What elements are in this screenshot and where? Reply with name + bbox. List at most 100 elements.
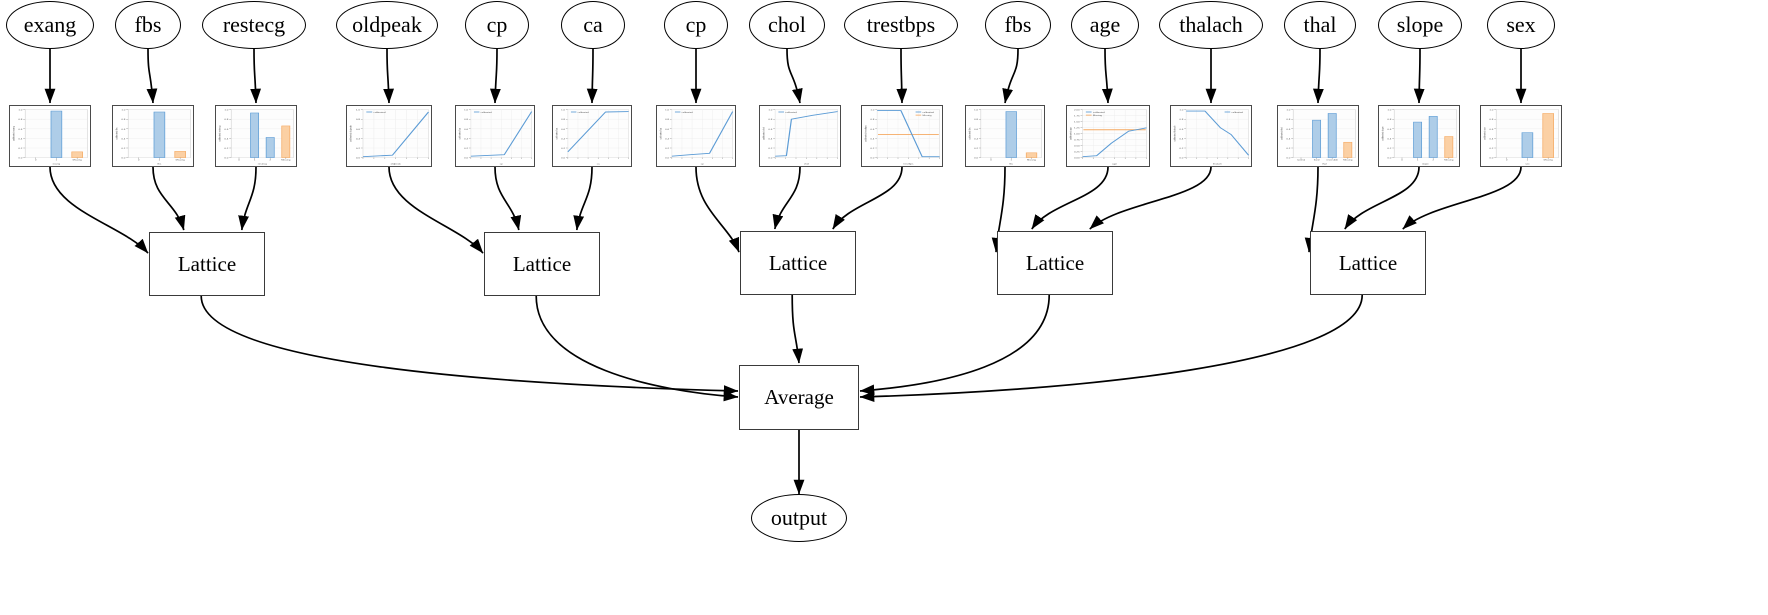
svg-text:2: 2 <box>1432 159 1434 162</box>
svg-text:1.25: 1.25 <box>1074 126 1080 129</box>
svg-text:0.2: 0.2 <box>18 147 23 150</box>
svg-text:0.6: 0.6 <box>121 128 126 131</box>
input-node-label: fbs <box>134 12 162 37</box>
svg-text:calibrated: calibrated <box>785 111 797 114</box>
svg-text:1.0: 1.0 <box>1179 109 1184 112</box>
lattice-node-3[interactable]: Lattice <box>997 231 1113 295</box>
svg-text:0.6: 0.6 <box>1489 128 1494 131</box>
svg-text:0.4: 0.4 <box>1387 138 1392 141</box>
svg-text:0.2: 0.2 <box>870 147 875 150</box>
svg-text:1.0: 1.0 <box>224 109 229 112</box>
svg-text:chol: chol <box>804 163 810 166</box>
svg-text:calibrated thalach: calibrated thalach <box>1173 125 1176 141</box>
svg-text:0: 0 <box>35 159 37 162</box>
svg-text:calibrated thal: calibrated thal <box>1280 127 1283 140</box>
input-node-fbs-1[interactable]: fbs <box>115 1 181 49</box>
lattice-node-0[interactable]: Lattice <box>149 232 265 296</box>
lattice-node-4[interactable]: Lattice <box>1310 231 1426 295</box>
input-node-cp-6[interactable]: cp <box>664 1 728 49</box>
input-node-slope-13[interactable]: slope <box>1378 1 1462 49</box>
svg-text:0.2: 0.2 <box>561 147 566 150</box>
input-node-label: thal <box>1303 12 1337 37</box>
svg-text:1.50: 1.50 <box>1074 120 1080 123</box>
edge-lattice-to-average-1 <box>535 295 739 402</box>
output-node[interactable]: output <box>751 494 847 542</box>
svg-text:calibrated exang: calibrated exang <box>12 126 15 141</box>
svg-text:calibrated: calibrated <box>481 111 493 114</box>
edge-lattice-to-average-2 <box>791 294 804 364</box>
svg-text:1: 1 <box>159 159 161 162</box>
svg-text:0.2: 0.2 <box>768 147 773 150</box>
input-node-thal-12[interactable]: thal <box>1284 1 1356 49</box>
input-node-trestbps-8[interactable]: trestbps <box>844 1 958 49</box>
average-node[interactable]: Average <box>739 365 859 430</box>
svg-text:0.8: 0.8 <box>665 118 670 121</box>
svg-text:0.4: 0.4 <box>974 138 979 141</box>
svg-text:slope: slope <box>1422 163 1429 166</box>
input-node-thalach-11[interactable]: thalach <box>1159 1 1263 49</box>
svg-text:0.4: 0.4 <box>1179 138 1184 141</box>
svg-text:1.0: 1.0 <box>1286 109 1291 112</box>
edge-calibrator-to-lattice-14 <box>1402 166 1522 230</box>
svg-text:2.00: 2.00 <box>1074 108 1080 111</box>
input-node-label: sex <box>1506 12 1536 37</box>
svg-text:calibrated: calibrated <box>1093 111 1105 114</box>
svg-text:thal: thal <box>1322 163 1327 166</box>
svg-text:0.2: 0.2 <box>224 147 229 150</box>
svg-text:0.0: 0.0 <box>665 157 670 160</box>
svg-text:0.8: 0.8 <box>356 118 361 121</box>
input-node-fbs-9[interactable]: fbs <box>985 1 1051 49</box>
svg-text:0.4: 0.4 <box>356 137 361 140</box>
svg-text:0.4: 0.4 <box>1286 138 1291 141</box>
svg-text:0.8: 0.8 <box>464 118 469 121</box>
svg-text:0.2: 0.2 <box>464 147 469 150</box>
lattice-node-label: Lattice <box>177 251 237 276</box>
svg-text:0.6: 0.6 <box>18 128 23 131</box>
svg-text:0.2: 0.2 <box>1286 147 1291 150</box>
svg-text:0.6: 0.6 <box>356 127 361 130</box>
lattice-node-1[interactable]: Lattice <box>484 232 600 296</box>
svg-text:calibrated cp: calibrated cp <box>458 127 461 139</box>
input-node-restecg-2[interactable]: restecg <box>202 1 306 49</box>
svg-text:0: 0 <box>1401 159 1403 162</box>
svg-text:1.0: 1.0 <box>464 109 469 112</box>
input-node-oldpeak-3[interactable]: oldpeak <box>336 1 438 49</box>
input-node-cp-4[interactable]: cp <box>465 1 529 49</box>
input-node-chol-7[interactable]: chol <box>749 1 825 49</box>
input-node-label: slope <box>1396 12 1444 37</box>
input-node-label: cp <box>486 12 508 37</box>
svg-text:0.0: 0.0 <box>1179 157 1184 160</box>
svg-text:0.8: 0.8 <box>121 119 126 122</box>
svg-text:0.8: 0.8 <box>768 119 773 122</box>
svg-text:Missing: Missing <box>281 159 291 162</box>
svg-text:0.8: 0.8 <box>974 118 979 121</box>
svg-text:0.6: 0.6 <box>870 128 875 131</box>
input-node-exang-0[interactable]: exang <box>6 1 94 49</box>
input-node-age-10[interactable]: age <box>1071 1 1139 49</box>
edge-input-to-calibrator-2 <box>250 48 262 104</box>
edge-input-to-calibrator-5 <box>586 48 598 104</box>
svg-text:1.0: 1.0 <box>121 109 126 112</box>
svg-text:0.6: 0.6 <box>768 128 773 131</box>
svg-text:0.0: 0.0 <box>356 156 361 159</box>
svg-text:fbs: fbs <box>1009 163 1014 166</box>
svg-text:0.2: 0.2 <box>356 147 361 150</box>
input-node-ca-5[interactable]: ca <box>561 1 625 49</box>
edge-input-to-calibrator-7 <box>786 48 803 104</box>
input-node-label: restecg <box>222 12 286 37</box>
lattice-node-2[interactable]: Lattice <box>740 231 856 295</box>
svg-text:calibrated cp: calibrated cp <box>659 127 662 139</box>
svg-text:1.0: 1.0 <box>768 109 773 112</box>
svg-text:0: 0 <box>238 159 240 162</box>
svg-text:trestbps: trestbps <box>903 163 914 166</box>
input-node-sex-14[interactable]: sex <box>1487 1 1555 49</box>
svg-text:0.6: 0.6 <box>1179 128 1184 131</box>
